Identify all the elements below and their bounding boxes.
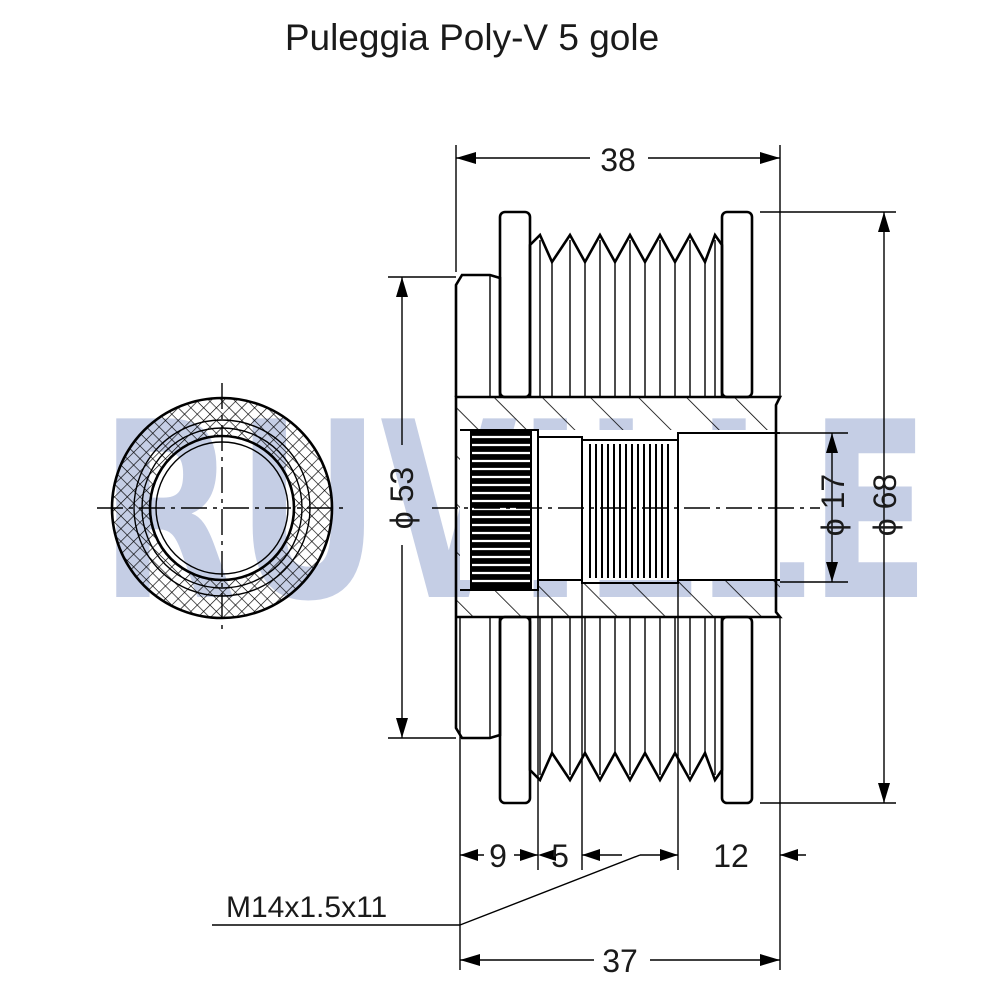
dim-hub-length: 37 [602, 943, 638, 979]
diameter-symbol-17: ϕ [815, 518, 851, 536]
dim-spline-depth: 9 [489, 838, 507, 874]
svg-text:ϕ 17: ϕ 17 [815, 474, 851, 536]
dim-bore-depth: 12 [713, 838, 749, 874]
svg-text:ϕ 53: ϕ 53 [384, 467, 420, 529]
dim-overall-length: 38 [600, 142, 636, 178]
pulley-section-view [432, 210, 820, 805]
diameter-symbol-53: ϕ [384, 511, 420, 529]
dim-bore-diameter: 17 [815, 474, 851, 510]
page-title: Puleggia Poly-V 5 gole [285, 17, 659, 58]
dimension-lines: 38 ϕ 53 ϕ 17 ϕ 68 [212, 142, 903, 979]
svg-text:ϕ 68: ϕ 68 [867, 474, 903, 536]
diameter-symbol-68: ϕ [867, 518, 903, 536]
thread-spec-label: M14x1.5x11 [226, 891, 387, 924]
dim-outer-diameter: 68 [867, 474, 903, 510]
dim-hub-diameter: 53 [384, 467, 420, 503]
dim-thread-gap: 5 [551, 838, 569, 874]
